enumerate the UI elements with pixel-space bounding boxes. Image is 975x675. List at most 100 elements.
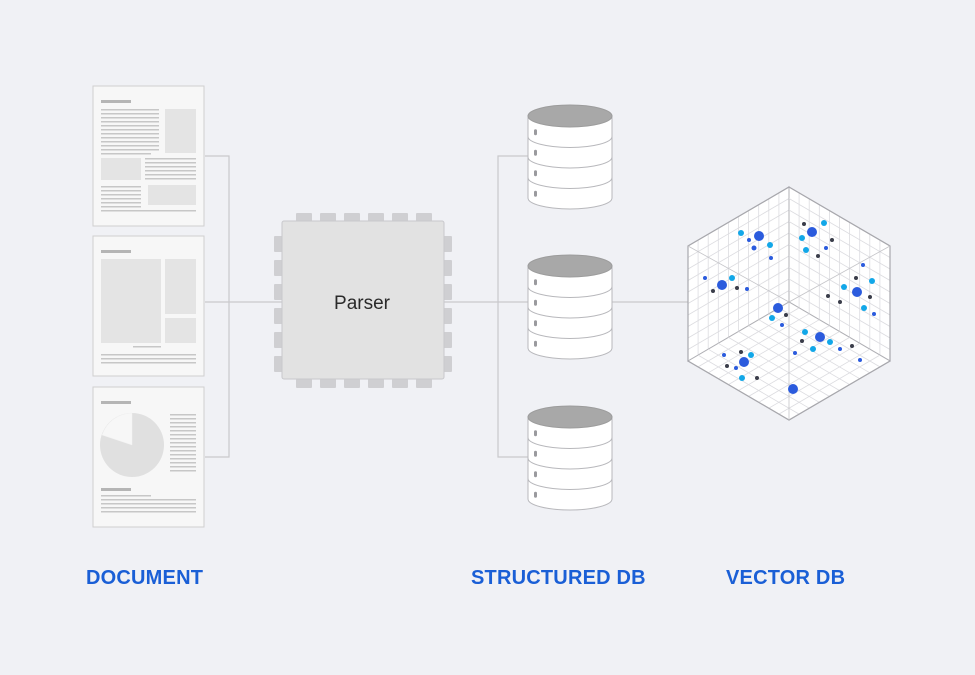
vector-point — [745, 287, 749, 291]
processor-chip-icon: Parser — [274, 213, 452, 388]
chip-pin — [443, 308, 452, 324]
vector-point — [803, 247, 809, 253]
vector-point — [703, 276, 707, 280]
db-indicator — [534, 320, 537, 327]
vector-point — [827, 339, 833, 345]
vector-point — [826, 294, 830, 298]
chip-pin — [416, 213, 432, 222]
pie-chart-icon — [100, 412, 164, 477]
vector-point — [780, 323, 784, 327]
vector-point — [735, 286, 739, 290]
vector-point — [802, 329, 808, 335]
vector-point — [773, 303, 783, 313]
vector-point — [858, 358, 862, 362]
chip-pin — [443, 284, 452, 300]
vector-point — [739, 357, 749, 367]
database-stack — [527, 104, 613, 511]
vector-point — [793, 351, 797, 355]
chip-pin — [274, 308, 283, 324]
vector-point — [802, 222, 806, 226]
vector-point — [754, 231, 764, 241]
db-bracket-connector — [497, 155, 528, 458]
vector-point — [769, 315, 775, 321]
chip-pin — [392, 379, 408, 388]
vector-db-label: VECTOR DB — [726, 567, 845, 589]
vector-point — [755, 376, 759, 380]
db-indicator — [534, 340, 537, 347]
db-indicator — [534, 299, 537, 306]
vector-point — [725, 364, 729, 368]
vector-points — [703, 220, 876, 394]
chip-pin — [368, 213, 384, 222]
doc1-connector — [205, 155, 230, 458]
vector-point — [769, 256, 773, 260]
chip-pin — [344, 213, 360, 222]
vector-point — [800, 339, 804, 343]
vector-point — [734, 366, 738, 370]
chip-pin — [416, 379, 432, 388]
chip-pin — [443, 332, 452, 348]
vector-point — [838, 347, 842, 351]
chip-pin — [296, 379, 312, 388]
vector-point — [852, 287, 862, 297]
vector-cube-icon — [687, 186, 891, 421]
db-indicator — [534, 430, 537, 437]
vector-point — [738, 230, 744, 236]
chip-body — [281, 220, 445, 380]
chip-pin — [320, 379, 336, 388]
chip-pin — [443, 356, 452, 372]
vector-point — [815, 332, 825, 342]
vector-point — [850, 344, 854, 348]
vector-point — [717, 280, 727, 290]
chip-pin — [443, 260, 452, 276]
vector-point — [799, 235, 805, 241]
vector-point — [869, 278, 875, 284]
document-stack — [92, 85, 205, 528]
vector-point — [729, 275, 735, 281]
vector-point — [841, 284, 847, 290]
vector-cube — [687, 186, 891, 421]
parser-label: Parser — [334, 293, 391, 314]
document-page-icon — [92, 85, 205, 227]
vector-point — [861, 263, 865, 267]
vector-point — [722, 353, 726, 357]
chip-pin — [274, 236, 283, 252]
vector-point — [711, 289, 715, 293]
chip-pin — [296, 213, 312, 222]
vector-point — [868, 295, 872, 299]
chip-pin — [274, 356, 283, 372]
vector-point — [824, 246, 828, 250]
db-indicator — [534, 450, 537, 457]
db-indicator — [534, 190, 537, 197]
chip-pin — [274, 284, 283, 300]
chip-pins — [274, 213, 452, 388]
chip-pin — [274, 332, 283, 348]
connector-lines — [205, 155, 688, 458]
document-label: DOCUMENT — [86, 567, 203, 589]
chip-pin — [368, 379, 384, 388]
vector-point — [838, 300, 842, 304]
chip-pin — [443, 236, 452, 252]
vector-point — [830, 238, 834, 242]
vector-point — [739, 375, 745, 381]
vector-point — [748, 352, 754, 358]
vector-point — [739, 350, 743, 354]
vector-point — [788, 384, 798, 394]
chip-pin — [274, 260, 283, 276]
vector-point — [816, 254, 820, 258]
chip-pin — [320, 213, 336, 222]
vector-point — [747, 238, 751, 242]
db-indicator — [534, 170, 537, 177]
db-indicator — [534, 279, 537, 286]
structured-db-label: STRUCTURED DB — [471, 567, 646, 589]
vector-point — [751, 245, 757, 251]
vector-point — [872, 312, 876, 316]
vector-point — [861, 305, 867, 311]
document-page-icon — [92, 386, 205, 528]
document-page-icon — [92, 235, 205, 377]
db-indicator — [534, 149, 537, 156]
db-indicator — [534, 471, 537, 478]
vector-point — [821, 220, 827, 226]
vector-point — [807, 227, 817, 237]
